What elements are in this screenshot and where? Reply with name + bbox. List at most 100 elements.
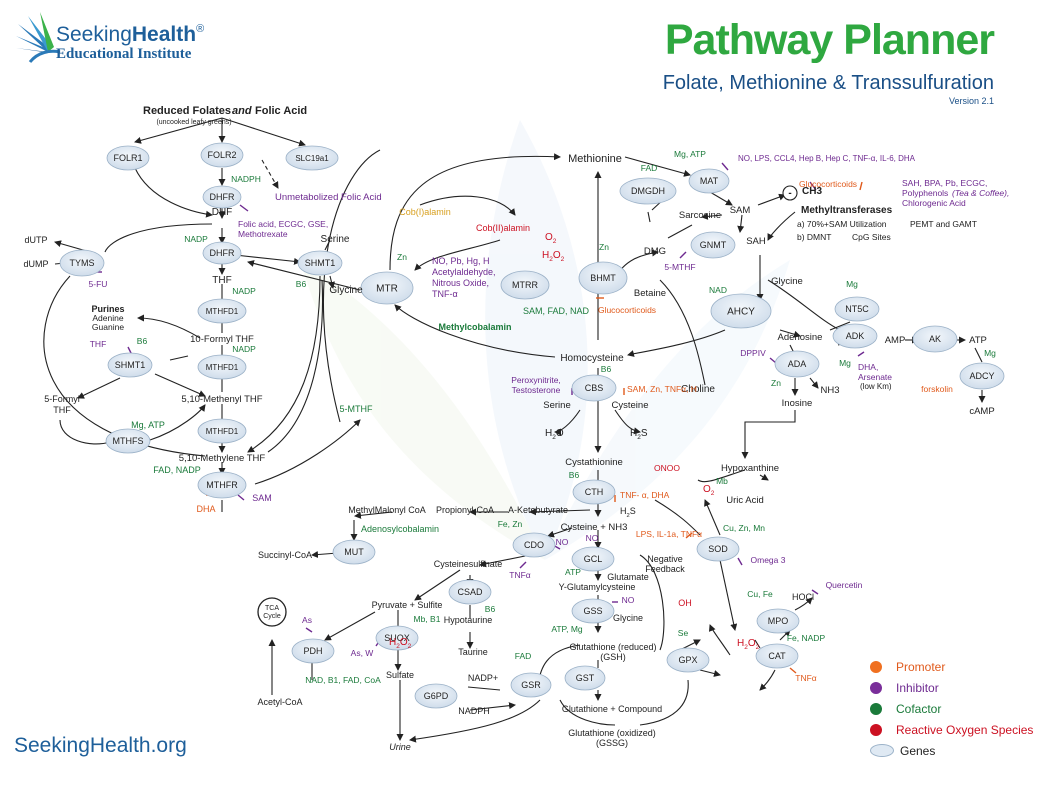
inh-sah-d: Chlorogenic Acid <box>902 198 966 208</box>
ros-h2o2-gpx: H2O2 <box>737 638 760 651</box>
footer-site-link[interactable]: SeekingHealth.org <box>14 734 187 757</box>
gene-mthfd1-a: MTHFD1 <box>197 298 247 324</box>
gene-ellipse <box>619 177 677 205</box>
gsh-a: Glutathione (reduced) <box>569 642 656 652</box>
cof-mg-atp: Mg, ATP <box>131 420 165 430</box>
prom-lps: LPS, IL-1a, TNFα <box>636 529 702 539</box>
gene-mtr: MTR <box>360 271 414 305</box>
nadp-plus: NADP+ <box>468 673 498 683</box>
inh-gnmt: 5-MTHF <box>664 262 695 272</box>
sam-utilization: a) 70%+SAM Utilization <box>797 219 887 229</box>
inh-cdo-no: NO <box>556 537 569 547</box>
hypotaurine: Hypotaurine <box>444 615 493 625</box>
succinyl-coa: Succinyl-CoA <box>258 550 312 560</box>
prom-onoo: ONOO <box>654 463 680 473</box>
gene-dhfr-b: DHFR <box>202 241 242 265</box>
gene-ellipse <box>448 579 492 605</box>
gene-csad: CSAD <box>448 579 492 605</box>
gene-ellipse <box>297 250 343 276</box>
purines-label: Purines <box>91 304 124 314</box>
hocl: HOCl <box>792 592 814 602</box>
cof-b6-csad: B6 <box>485 604 496 614</box>
legend-inhibitor: Inhibitor <box>870 677 1033 698</box>
gene-ellipse <box>688 168 730 194</box>
gene-label: CTH <box>585 487 604 497</box>
tca-cycle-label: Cycle <box>263 613 281 620</box>
gene-ellipse <box>571 374 617 402</box>
methenyl-thf: 5,10-Methenyl THF <box>181 394 262 405</box>
gene-label: MUT <box>344 547 364 557</box>
inh-quercetin: Quercetin <box>826 580 863 590</box>
inh-mtr-a: NO, Pb, Hg, H <box>432 256 490 266</box>
cof-nadp-b: NADP <box>232 286 256 296</box>
ch3-label: CH3 <box>802 186 822 197</box>
gene-label: GST <box>576 673 595 683</box>
legend-label: Cofactor <box>896 701 942 716</box>
gene-cbs: CBS <box>571 374 617 402</box>
prom-gluco-bhmt: Glucocorticoids <box>598 305 656 315</box>
gene-label: AHCY <box>727 307 755 318</box>
inh-mtr-d: TNF-α <box>432 289 458 299</box>
inh-sod: Omega 3 <box>751 555 786 565</box>
methylmalonyl-coa: MethylMalonyl CoA <box>348 505 426 515</box>
cof-fe-zn: Fe, Zn <box>498 519 523 529</box>
inh-mtr-c: Nitrous Oxide, <box>432 278 489 288</box>
gene-label: CDO <box>524 540 544 550</box>
gene-label: TYMS <box>69 258 94 268</box>
gene-ellipse <box>414 683 458 709</box>
gene-label: ADA <box>788 359 807 369</box>
gene-label: ADCY <box>969 371 994 381</box>
gene-ellipse <box>512 532 556 558</box>
serine-cbs: Serine <box>543 400 570 411</box>
homocysteine-label: Homocysteine <box>560 353 624 364</box>
version-label: Version 2.1 <box>948 96 994 106</box>
gene-mthfd1-c: MTHFD1 <box>197 418 247 444</box>
gene-label: MPO <box>768 616 789 626</box>
gene-label: NT5C <box>845 304 869 314</box>
inh-dhfr: Folic acid, ECGC, GSE, <box>238 219 328 229</box>
inosine-label: Inosine <box>782 398 813 409</box>
gene-label: SHMT1 <box>305 258 336 268</box>
sarcosine-label: Sarcosine <box>679 210 721 221</box>
gene-mthfs: MTHFS <box>105 428 151 454</box>
gene-label: DHFR <box>210 248 235 258</box>
gene-adk: ADK <box>832 323 878 349</box>
gene-label: GCL <box>584 554 603 564</box>
gene-label: MAT <box>700 176 719 186</box>
gene-label: FOLR1 <box>113 153 142 163</box>
gene-mtrr: MTRR <box>500 270 550 300</box>
gene-ellipse <box>572 479 616 505</box>
gene-folr1: FOLR1 <box>106 145 150 171</box>
nh3-label: NH3 <box>820 385 839 396</box>
adenosine-label: Adenosine <box>778 332 823 343</box>
cpg-sites: CpG Sites <box>852 232 891 242</box>
gene-tyms: TYMS <box>59 249 105 277</box>
cof-nadp-c: NADP <box>232 344 256 354</box>
gene-ada: ADA <box>774 350 820 378</box>
ros-cobii: Cob(II)alamin <box>476 223 530 233</box>
a-ketobutyrate: A-Ketobutyrate <box>508 505 568 515</box>
glutathione-compound: Glutathione + Compound <box>562 704 662 714</box>
gene-dhfr-a: DHFR <box>202 185 242 209</box>
prom-dha: DHA <box>196 504 215 514</box>
legend-label: Inhibitor <box>896 680 939 695</box>
guanine-label: Guanine <box>92 322 124 332</box>
page-title: Pathway Planner <box>664 16 995 64</box>
methyl-circle <box>782 185 798 201</box>
uric-acid-label: Uric Acid <box>726 495 763 506</box>
cof-nad-ahcy: NAD <box>709 285 727 295</box>
inh-arsenate-b: Arsenate <box>858 372 892 382</box>
glycine-top: Glycine <box>329 285 363 296</box>
inh-gcl-no: NO <box>586 533 599 543</box>
legend-promoter: Promoter <box>870 656 1033 677</box>
dhf-label: DHF <box>212 207 233 218</box>
cof-zn-bhmt: Zn <box>599 242 609 252</box>
brand-reg: ® <box>196 23 205 35</box>
gene-sod: SOD <box>696 536 740 562</box>
legend-label: Promoter <box>896 659 946 674</box>
ros-o2-sod: O2 <box>703 484 715 497</box>
gene-shmt1-a: SHMT1 <box>297 250 343 276</box>
pemt-gamt: PEMT and GAMT <box>910 219 977 229</box>
